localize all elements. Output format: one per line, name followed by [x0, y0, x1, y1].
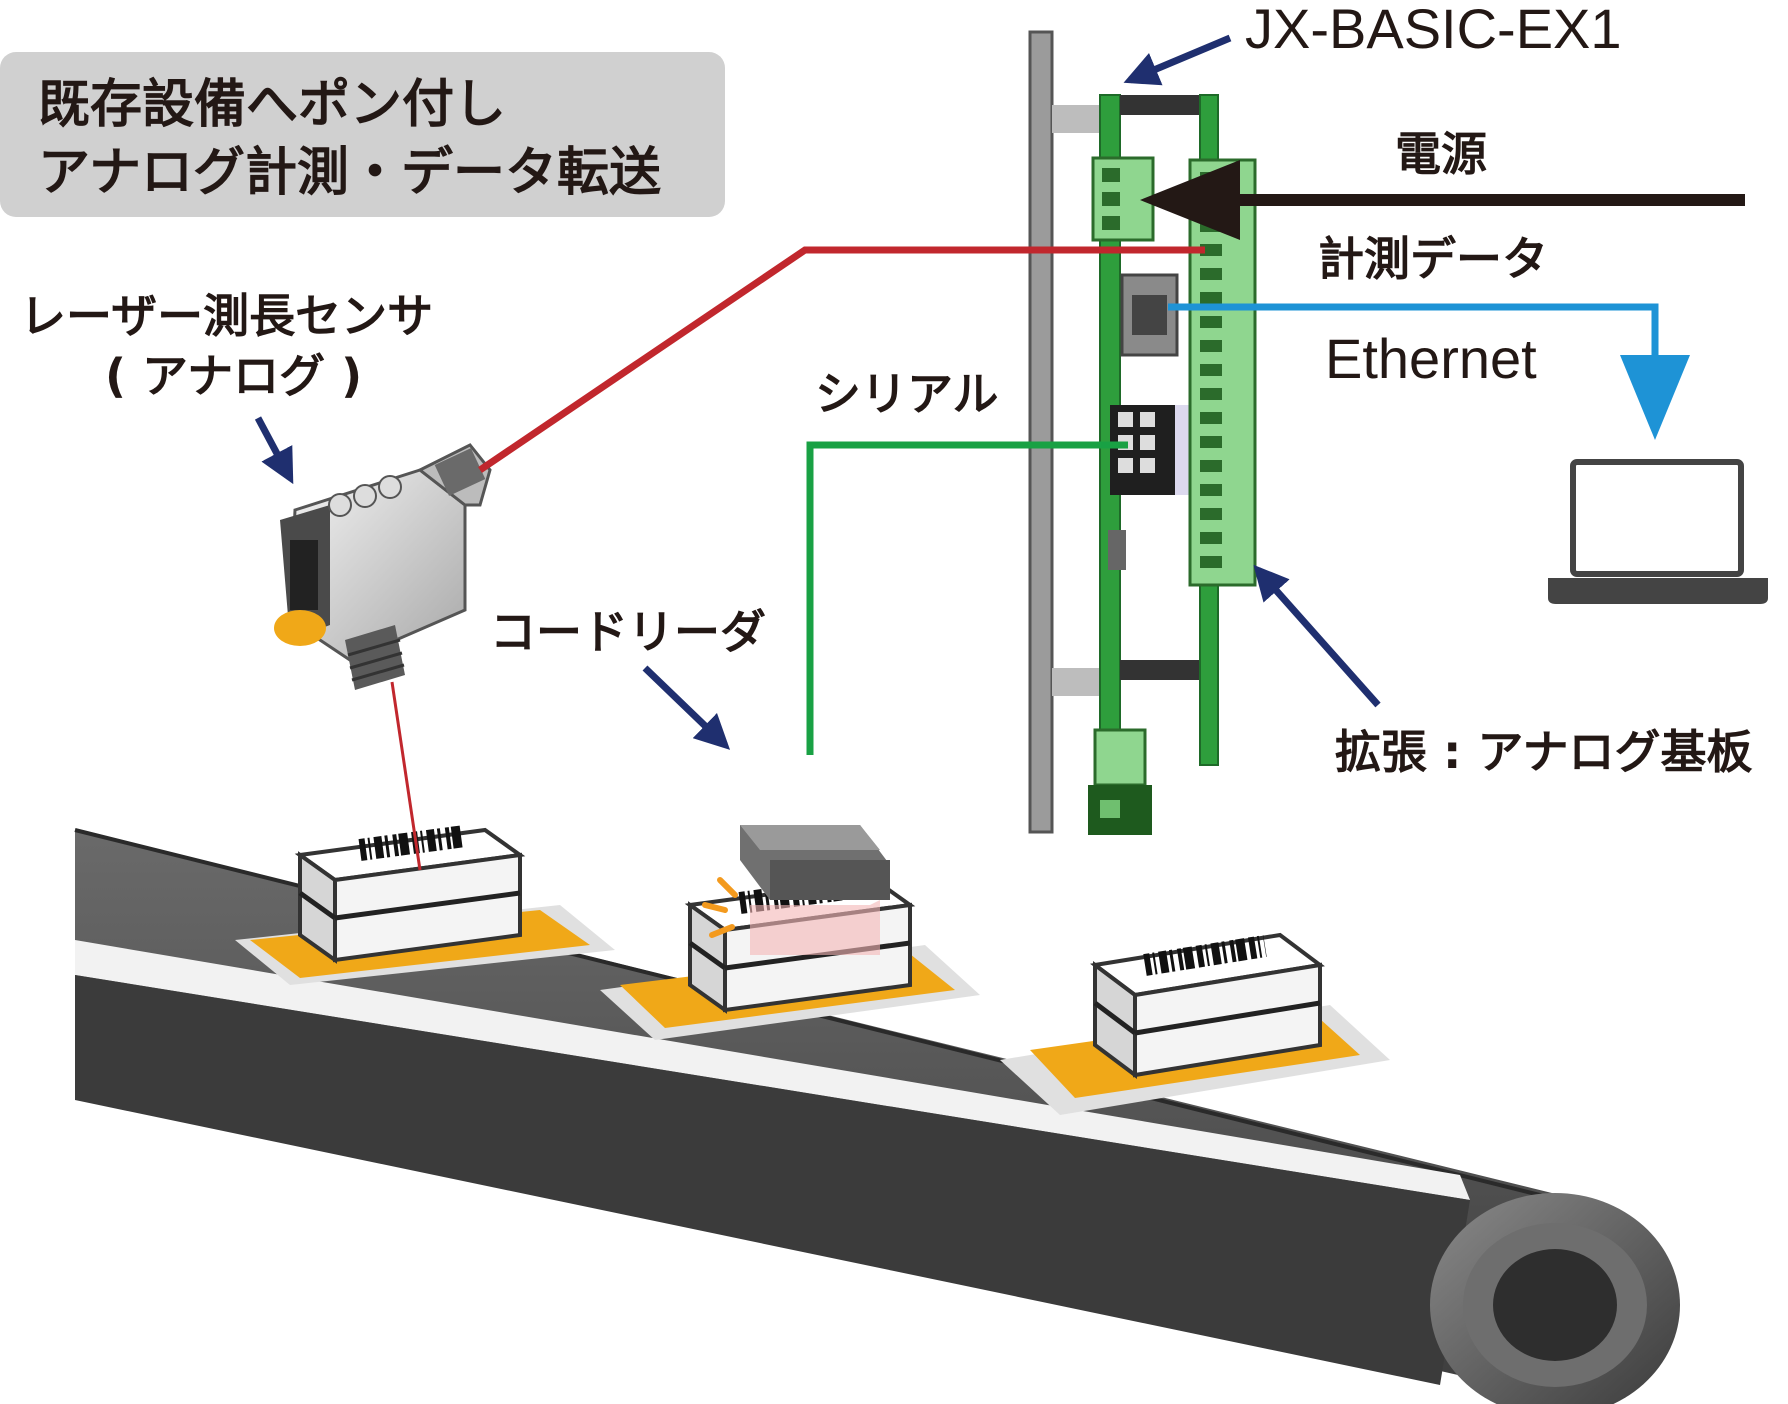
power-label: 電源 — [1395, 127, 1487, 181]
package-box-2 — [600, 876, 980, 1040]
expansion-label: 拡張 : アナログ基板 — [1335, 725, 1753, 779]
sensor-label-sub: ( アナログ ) — [105, 349, 362, 403]
code-reader — [702, 825, 890, 955]
package-box-1 — [235, 825, 615, 985]
ethernet-label: Ethernet — [1325, 327, 1537, 390]
callout-line-2: アナログ計測・データ転送 — [38, 143, 661, 203]
ethernet-line — [1168, 303, 1659, 360]
barcode — [358, 825, 467, 861]
package-box-3 — [1000, 932, 1390, 1115]
jx-basic-ex1-board — [1028, 30, 1257, 835]
scan-flash-icon — [702, 877, 738, 938]
board-pointer-arrow-icon — [1123, 34, 1232, 86]
sensor-label: レーザー測長センサ — [20, 289, 433, 343]
analog-signal-line — [478, 246, 1205, 473]
laser-sensor — [274, 443, 492, 690]
serial-label: シリアル — [815, 367, 999, 421]
power-arrow-icon — [1140, 160, 1240, 240]
measure-data-label: 計測データ — [1318, 232, 1548, 286]
barcode — [1143, 935, 1267, 976]
laser-beam — [390, 681, 422, 871]
sensor-lens — [274, 610, 326, 646]
reader-pointer-arrow-icon — [642, 665, 731, 750]
sensor-pointer-arrow-icon — [254, 416, 294, 485]
code-reader-label: コードリーダ — [490, 605, 766, 659]
expansion-pointer-arrow-icon — [1253, 564, 1381, 708]
ethernet-arrow-icon — [1620, 355, 1690, 440]
callout-line-1: 既存設備へポン付し — [38, 75, 506, 135]
din-rail — [1028, 30, 1054, 834]
board-label: JX-BASIC-EX1 — [1245, 0, 1622, 60]
callout-box — [0, 52, 725, 217]
scan-beam — [750, 900, 880, 955]
laptop-icon — [1548, 459, 1768, 604]
serial-signal-line — [806, 441, 1128, 755]
